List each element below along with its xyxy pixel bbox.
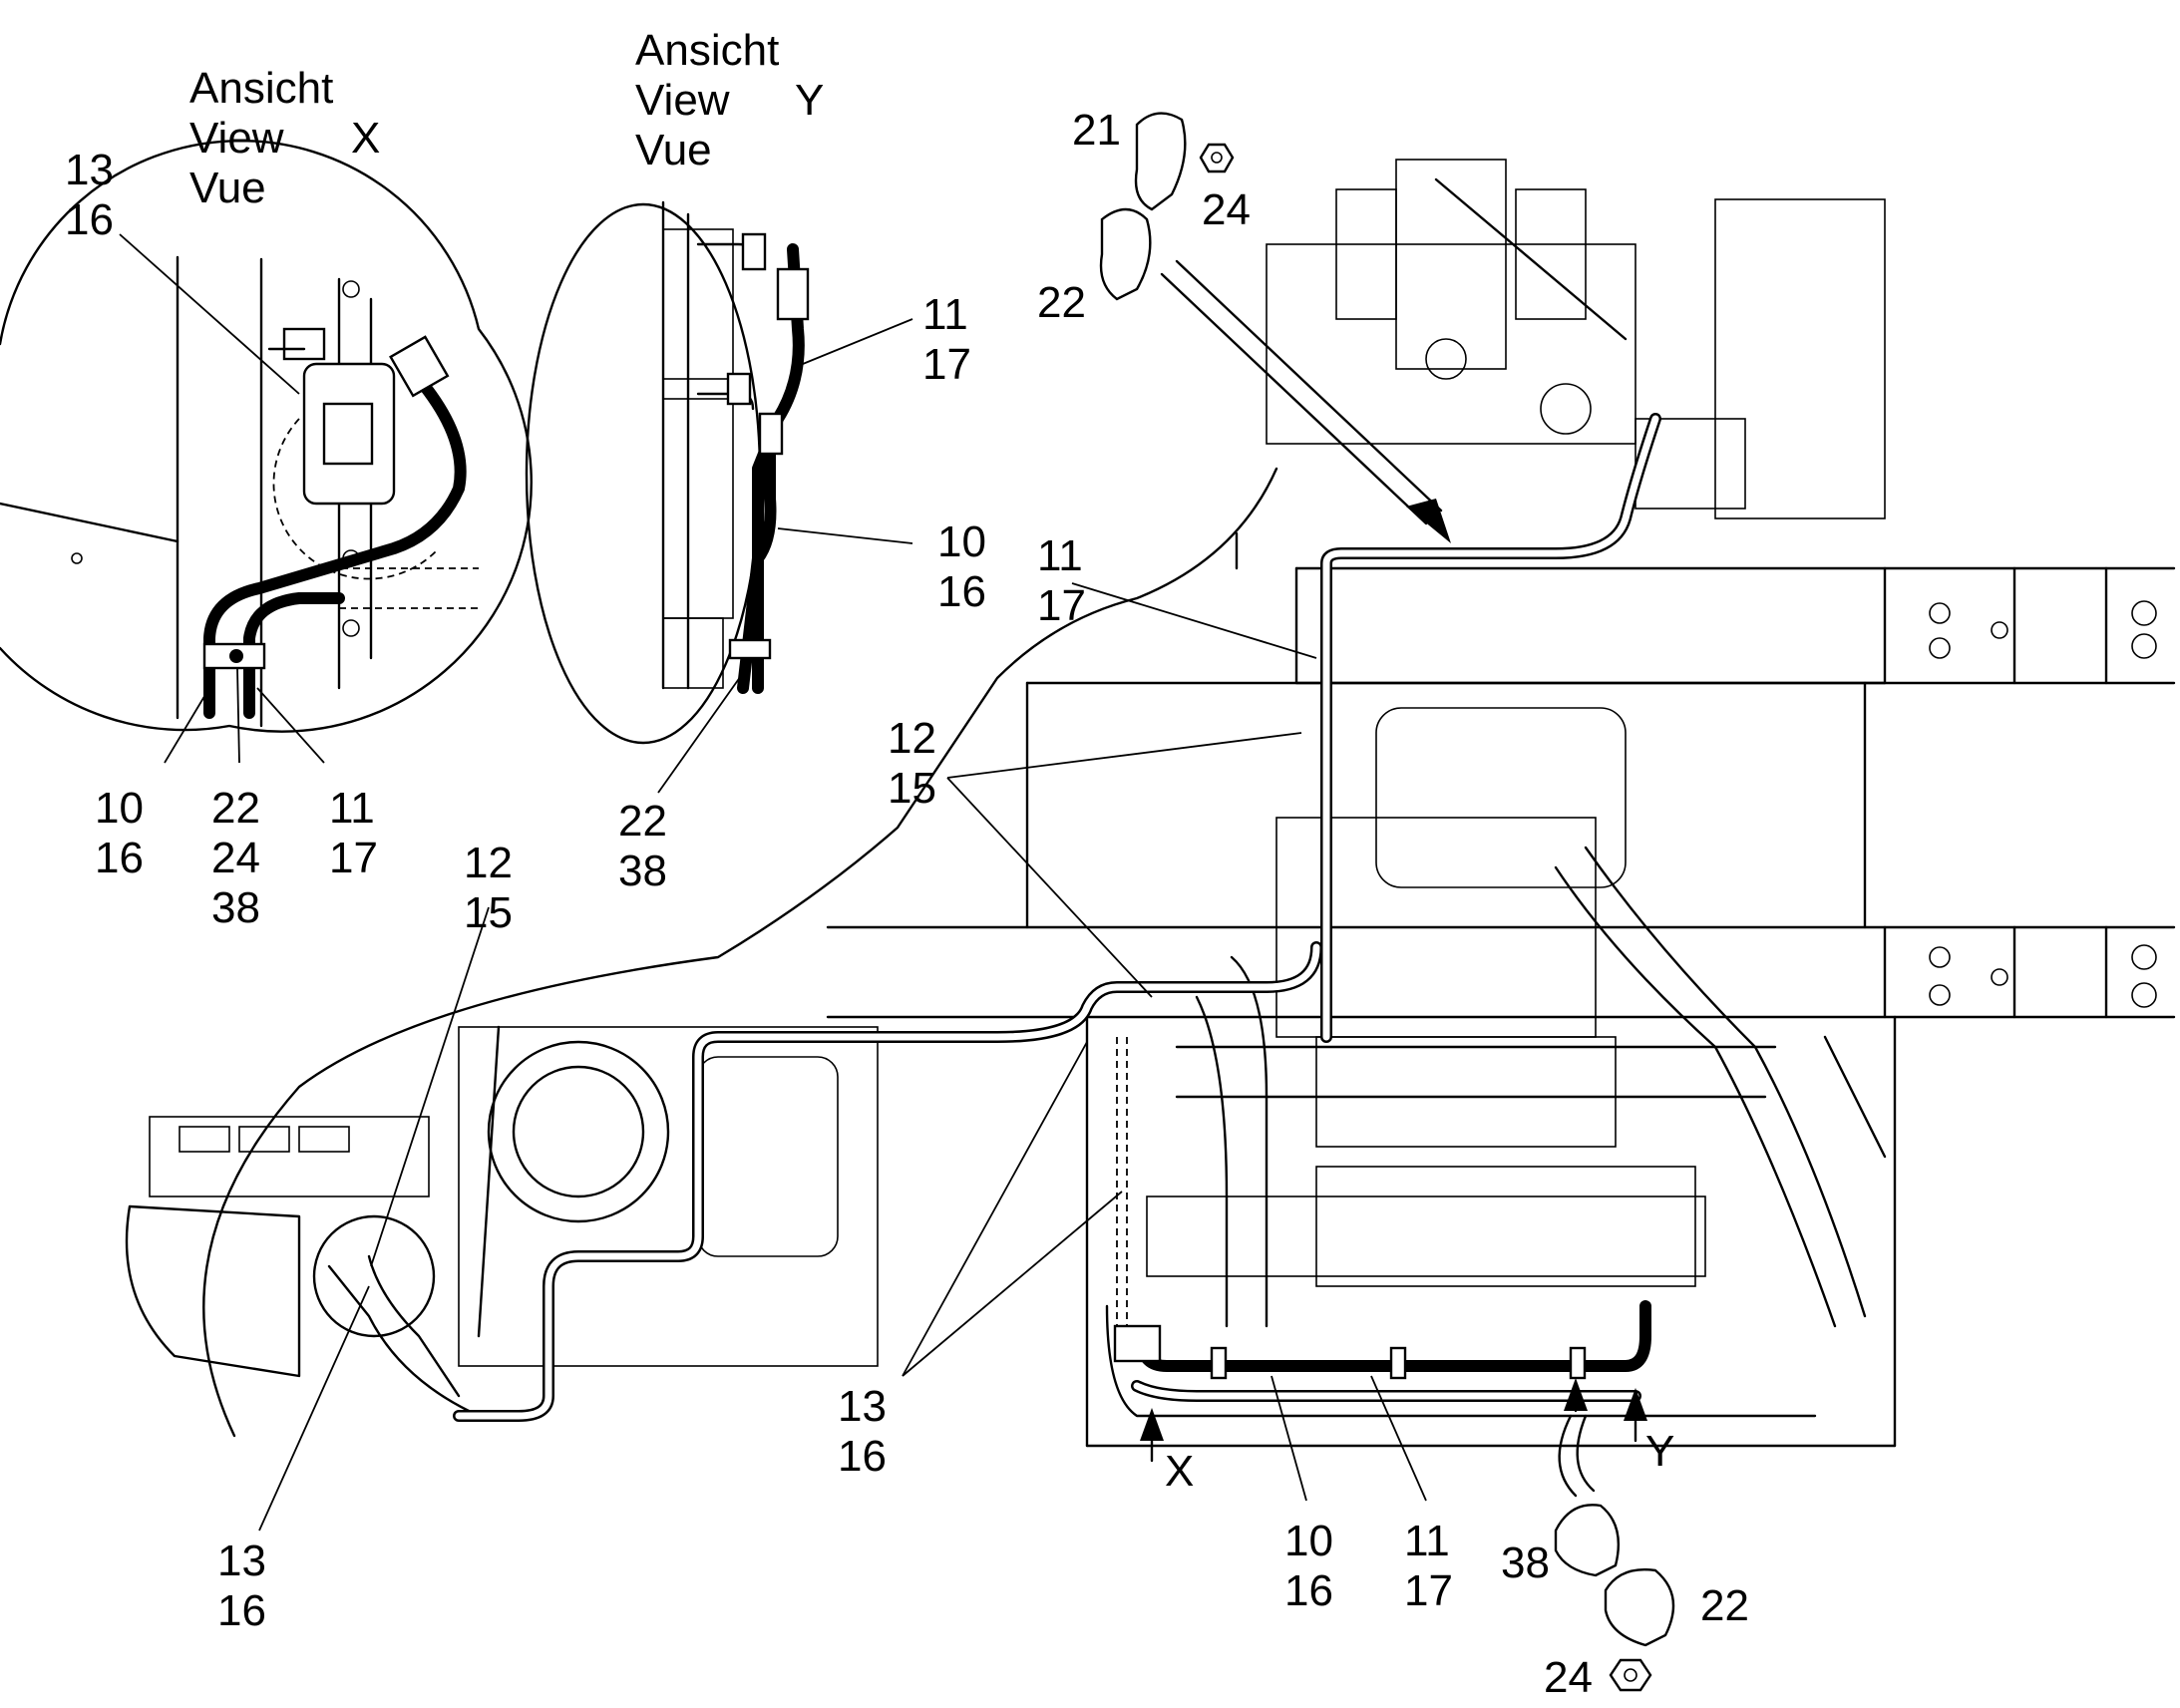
callout-22: 22 — [1700, 1581, 1749, 1630]
callout-16: 16 — [95, 834, 144, 882]
hose-lines — [327, 413, 1661, 1422]
view-y-title-en: View — [635, 76, 730, 125]
view-y-letter: Y — [795, 76, 824, 125]
view-y-title: Ansicht View Vue Y — [635, 26, 824, 174]
view-arrow-y-label: Y — [1645, 1427, 1674, 1476]
callout-11: 11 — [329, 784, 375, 833]
callout-17: 17 — [329, 834, 378, 882]
callout-13: 13 — [838, 1382, 887, 1431]
main-assembly — [125, 159, 2176, 1448]
callout-22: 22 — [618, 797, 667, 846]
callout-16: 16 — [217, 1586, 266, 1635]
callout-24: 24 — [1202, 185, 1251, 234]
view-y-title-fr: Vue — [635, 126, 712, 174]
callout-13: 13 — [217, 1537, 266, 1585]
callout-38: 38 — [618, 847, 667, 895]
callout-17: 17 — [1037, 581, 1086, 630]
view-arrows — [1140, 1378, 1647, 1463]
callout-16: 16 — [1284, 1566, 1333, 1615]
callout-38: 38 — [211, 883, 260, 932]
detail-view-x — [0, 140, 533, 733]
view-arrow-x-label: X — [1165, 1447, 1194, 1496]
view-y-title-de: Ansicht — [635, 26, 779, 75]
callout-24: 24 — [1544, 1653, 1593, 1702]
view-x-title-fr: Vue — [189, 164, 266, 212]
callout-16: 16 — [65, 195, 114, 244]
callout-16: 16 — [838, 1432, 887, 1481]
callout-10: 10 — [1284, 1517, 1333, 1565]
callout-10: 10 — [937, 517, 986, 566]
callout-17: 17 — [1404, 1566, 1453, 1615]
callout-12: 12 — [464, 839, 513, 887]
detail-view-y — [525, 200, 810, 745]
callout-22: 22 — [211, 784, 260, 833]
callout-10: 10 — [95, 784, 144, 833]
callout-17: 17 — [922, 340, 971, 389]
clamp-parts-bottom — [1554, 1414, 1675, 1692]
clamp-parts-top — [1099, 112, 1451, 543]
view-x-title-en: View — [189, 114, 284, 163]
view-x-letter: X — [351, 114, 380, 163]
callout-16: 16 — [937, 567, 986, 616]
callout-12: 12 — [888, 714, 936, 763]
callout-11: 11 — [1037, 531, 1083, 580]
callout-13: 13 — [65, 146, 114, 194]
callout-15: 15 — [464, 888, 513, 937]
callout-15: 15 — [888, 764, 936, 813]
callout-labels: 13 16 10 16 22 24 38 11 17 11 17 10 16 2… — [65, 106, 1749, 1702]
callout-24: 24 — [211, 834, 260, 882]
leader-lines — [119, 233, 1427, 1532]
callout-22: 22 — [1037, 278, 1086, 327]
view-x-title-de: Ansicht — [189, 64, 333, 113]
callout-11: 11 — [922, 290, 968, 339]
callout-38: 38 — [1501, 1538, 1550, 1587]
callout-11: 11 — [1404, 1517, 1450, 1565]
view-x-title: Ansicht View Vue X — [189, 64, 380, 212]
callout-21: 21 — [1072, 106, 1121, 155]
